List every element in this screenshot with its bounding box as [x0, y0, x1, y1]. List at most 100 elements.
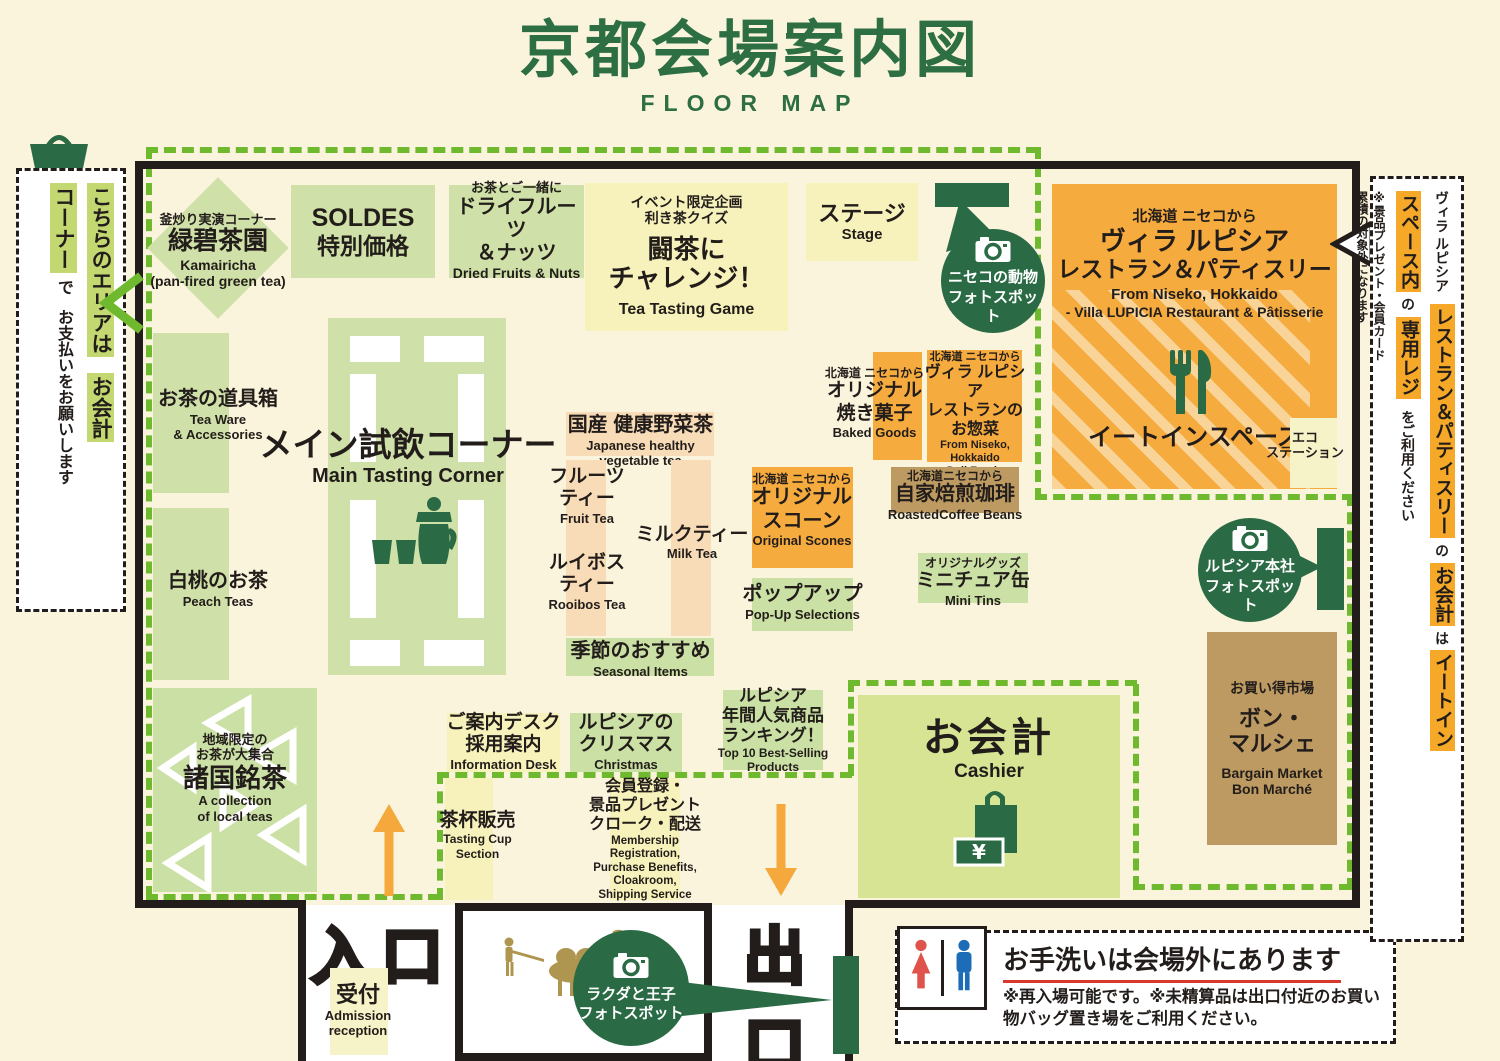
payment-area-line-bonmarche-bottom — [1133, 884, 1351, 890]
booth-christmas — [570, 713, 682, 772]
booth-info-desk — [447, 713, 560, 772]
restroom-note1: ※再入場可能です。※未精算品は出口付近のお買い — [1003, 988, 1380, 1006]
booth-kamairicha-label: 釜炒り実演コーナー 緑碧茶園 Kamairicha (pan-fired gre… — [150, 212, 286, 290]
restroom-notes: ※再入場可能です。※未精算品は出口付近のお買い 物バッグ置き場をご利用ください。 — [1003, 986, 1388, 1031]
exit-label: 出口 — [741, 921, 814, 1061]
cup-sales-label: 茶杯販売 Tasting Cup Section — [439, 810, 516, 861]
camera-icon — [613, 952, 649, 985]
payment-area-line-cups-left — [437, 772, 443, 900]
booth-eco-station — [1290, 418, 1337, 488]
right-sign-seg5: は — [1434, 631, 1450, 646]
left-sign-seg3: コーナー — [50, 183, 77, 273]
teapot-icon — [368, 496, 460, 568]
booth-dried-fruits: お茶とご一緒に ドライフルーツ ＆ナッツ Dried Fruits & Nuts — [449, 181, 584, 281]
camera-icon — [975, 236, 1011, 269]
exit-photo-marker — [833, 956, 859, 1054]
left-sign-arrow-icon — [96, 270, 146, 336]
local-teas-triangle-pattern — [156, 693, 307, 895]
booth-main-tasting — [328, 318, 506, 675]
niseko-photo-spot-marker — [935, 183, 1009, 207]
payment-area-line-restaurant-bottom — [1035, 494, 1354, 500]
restroom-note2: 物バッグ置き場をご利用ください。 — [1003, 1010, 1267, 1029]
eco-station-label: エコ ステーション — [1266, 430, 1344, 461]
right-sign-note1: ※景品プレゼント・会員カード — [1372, 191, 1386, 361]
booth-deli-foods — [927, 350, 1022, 462]
exit-corridor — [712, 905, 845, 1061]
left-sign-column-2: コーナー で お支払いをお願いします — [48, 183, 78, 597]
booth-membership — [610, 778, 680, 900]
right-sign-seg10: をご利用ください — [1400, 409, 1416, 522]
payment-area-line-top — [146, 147, 1038, 153]
hq-bubble-line2: フォトスポット — [1204, 577, 1295, 615]
wall-top — [135, 161, 1360, 169]
payment-area-line-lower — [437, 772, 852, 778]
wall-right — [1352, 161, 1360, 908]
booth-local-teas — [153, 688, 317, 895]
right-sign-seg4: お会計 — [1430, 562, 1455, 626]
hq-bubble-line1: ルピシア本社 — [1204, 558, 1295, 575]
booth-tea-game: イベント限定企画 利き茶クイズ 闘茶に チャレンジ！ Tea Tasting G… — [585, 183, 788, 331]
right-sign-seg9: 専用レジ — [1396, 316, 1421, 399]
reception-desk — [330, 968, 388, 1055]
camel-bubble-pointer — [682, 974, 834, 1020]
payment-area-line-mid-right — [1035, 147, 1041, 500]
coffee-label: 北海道ニセコから 自家焙煎珈琲 RoastedCoffee Beans — [887, 469, 1023, 522]
payment-area-line-bottom — [146, 894, 440, 900]
left-sign-column-1: こちらのエリアは お会計 — [85, 183, 115, 597]
booth-baked-goods — [873, 352, 922, 460]
tasting-table-slot — [458, 374, 484, 462]
left-payment-sign: こちらのエリアは お会計 コーナー で お支払いをお願いします — [16, 168, 126, 612]
mini-tins-label: オリジナルグッズ ミニチュア缶 Mini Tins — [916, 556, 1030, 608]
right-sign-column-2: スペース内 の 専用レジ をご利用ください — [1395, 191, 1422, 927]
booth-soldes: SOLDES 特別価格 — [291, 185, 435, 278]
svg-text:¥: ¥ — [972, 840, 986, 864]
wall-entrance-left — [298, 900, 306, 1061]
tasting-table-slot — [350, 640, 400, 666]
hq-photo-spot-bubble: ルピシア本社 フォトスポット — [1198, 518, 1302, 622]
booth-seasonal — [566, 638, 714, 676]
tasting-table-slot — [458, 500, 484, 618]
booth-cup-sales — [445, 778, 493, 900]
restroom-title: お手洗いは会場外にあります — [1003, 940, 1383, 983]
booth-popup — [752, 578, 853, 631]
booth-bon-marche: お買い得市場 ボン・ マルシェ Bargain Market Bon March… — [1207, 632, 1337, 845]
booth-milk-tea-bar — [671, 460, 711, 636]
ranking-label: ルピシア 年間人気商品 ランキング！ Top 10 Best-Selling P… — [717, 686, 829, 775]
niseko-bubble-line2: フォトスポット — [947, 288, 1038, 326]
wall-bottom-mid — [845, 900, 1360, 908]
booth-vegetable-tea — [566, 412, 714, 456]
scones-label: 北海道 ニセコから オリジナル スコーン Original Scones — [752, 472, 852, 549]
booth-mini-tins — [918, 553, 1028, 603]
entrance-arrow-icon — [368, 800, 410, 900]
popup-label: ポップアップ Pop-Up Selections — [742, 583, 863, 622]
cashier-bag-yen-icon: ¥ — [949, 789, 1029, 878]
tasting-table-slot — [350, 374, 376, 462]
right-sign-seg2: レストラン＆パティスリー — [1430, 304, 1455, 539]
niseko-photo-spot-bubble: ニセコの動物 フォトスポット — [941, 229, 1045, 333]
reception-label: 受付 Admission reception — [324, 982, 392, 1039]
tasting-table-slot — [424, 640, 484, 666]
right-sign-note: ※景品プレゼント・会員カード 累積の対象外になります — [1354, 191, 1388, 927]
right-sign-column-1: ヴィラ ルピシア レストラン＆パティスリー の お会計 は イートイン — [1429, 191, 1456, 927]
fruit-tea-label: フルーツ ティー Fruit Tea — [549, 466, 625, 526]
booth-cashier: お会計 Cashier ¥ — [858, 695, 1120, 898]
camel-photo-spot-bubble: ラクダと王子 フォトスポット — [573, 930, 689, 1046]
right-sign-seg8: の — [1400, 297, 1416, 312]
restroom-divider — [940, 940, 944, 996]
restaurant-label: 北海道 ニセコから ヴィラ ルピシア レストラン＆パティスリー From Nis… — [1057, 208, 1332, 321]
fork-knife-icon — [1164, 349, 1222, 416]
payment-area-line-left — [146, 147, 152, 898]
woman-icon — [907, 937, 935, 1000]
exit-arrow-icon — [760, 800, 802, 900]
booth-restaurant: 北海道 ニセコから ヴィラ ルピシア レストラン＆パティスリー From Nis… — [1052, 184, 1344, 489]
tasting-table-slot — [350, 500, 376, 618]
camera-icon — [1232, 525, 1268, 558]
booth-peach-shelf — [153, 508, 229, 680]
payment-area-line-cashier-left — [848, 680, 854, 776]
tasting-table-slot — [424, 336, 484, 362]
booth-stage: ステージ Stage — [806, 183, 918, 261]
tasting-table-slot — [350, 336, 400, 362]
wall-left — [135, 161, 143, 908]
baked-goods-label: 北海道 ニセコから オリジナル 焼き菓子 Baked Goods — [824, 366, 925, 440]
